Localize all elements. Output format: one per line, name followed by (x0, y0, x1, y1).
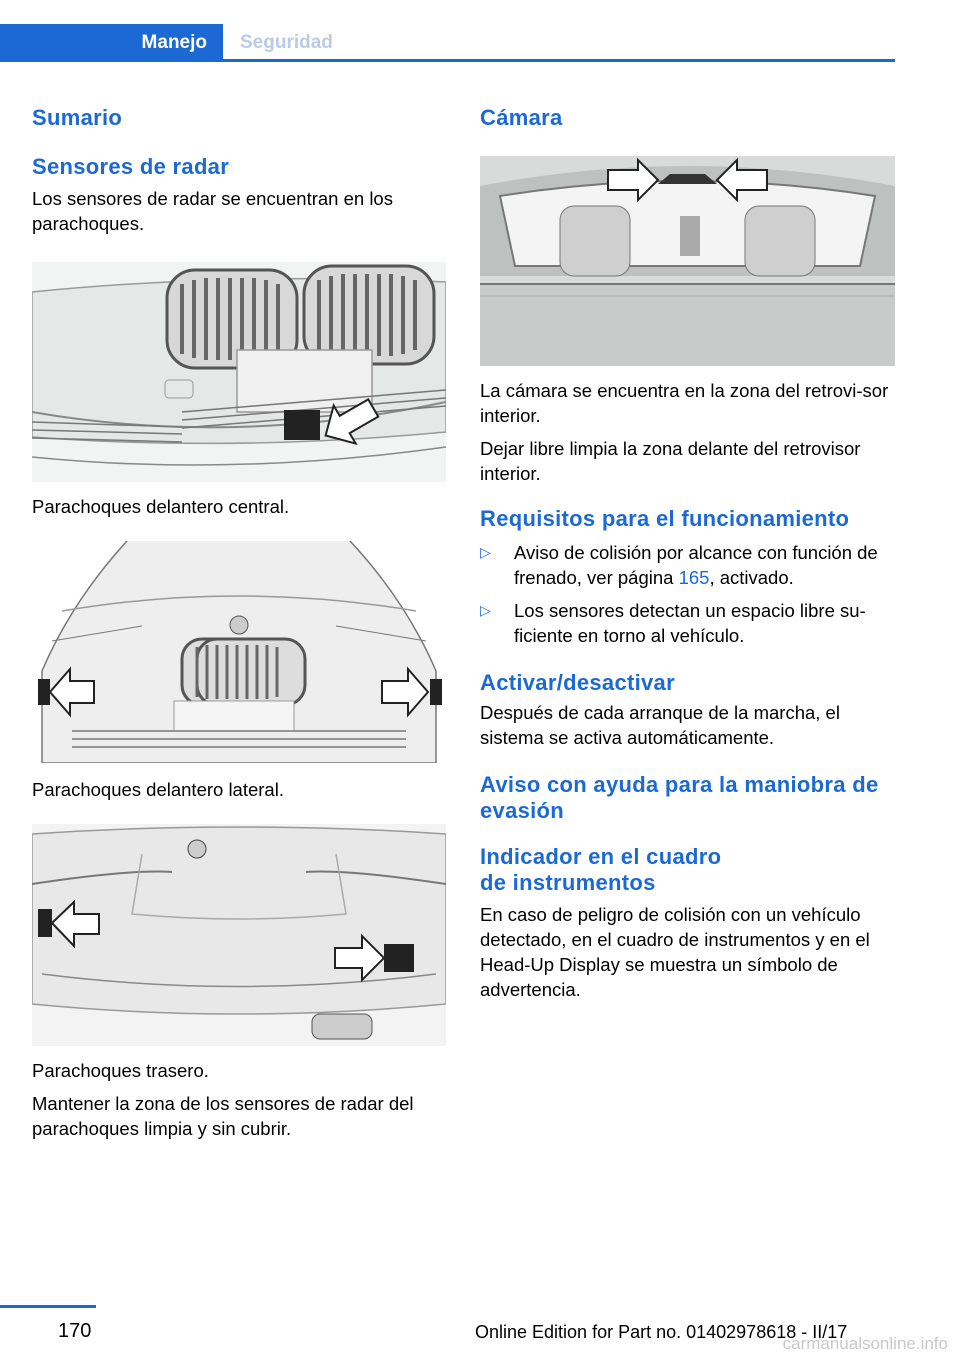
heading-radar-sensors: Sensores de radar (32, 154, 230, 179)
header-divider (0, 59, 895, 62)
indicator-text: En caso de peligro de colisión con un ve… (480, 904, 870, 1000)
camera-clean: Dejar libre limpia la zona delante del r… (480, 438, 861, 484)
bullet-triangle-icon: ▷ (480, 544, 491, 560)
caption-front-side: Parachoques delantero lateral. (32, 779, 284, 800)
bullet-triangle-icon: ▷ (480, 602, 491, 618)
front-bumper-center-figure (32, 262, 446, 482)
tab-manejo[interactable]: Manejo (0, 24, 223, 62)
page-link-165[interactable]: 165 (678, 567, 710, 588)
front-bumper-side-figure (32, 541, 446, 763)
chapter-tabs: Manejo Seguridad (0, 24, 895, 62)
tab-seguridad[interactable]: Seguridad (240, 32, 333, 53)
heading-evasion: Aviso con ayuda para la maniobra de evas… (480, 772, 879, 823)
caption-front-center: Parachoques delantero central. (32, 496, 290, 517)
right-column: Cámara La cámara se encuentra en la zona… (480, 100, 895, 1002)
rear-bumper-figure (32, 824, 446, 1046)
heading-requirements: Requisitos para el funcionamiento (480, 506, 850, 531)
heading-indicator: Indicador en el cuadro de instrumentos (480, 844, 722, 895)
camera-location: La cámara se encuentra en la zona del re… (480, 380, 889, 426)
left-column: Sumario Sensores de radar Los sensores d… (32, 100, 448, 1141)
heading-sumario: Sumario (32, 105, 123, 130)
keep-sensors-clean: Mantener la zona de los sensores de rada… (32, 1093, 414, 1139)
requirements-list: ▷ Aviso de colisión por alcance con func… (480, 540, 895, 648)
list-item: ▷ Los sensores detectan un espacio libre… (480, 600, 866, 646)
activate-text: Después de cada arranque de la marcha, e… (480, 702, 840, 748)
radar-intro: Los sensores de radar se encuentran en l… (32, 188, 393, 234)
list-item: ▷ Aviso de colisión por alcance con func… (480, 542, 878, 588)
camera-interior-figure (480, 156, 895, 366)
heading-activate: Activar/desactivar (480, 670, 675, 695)
caption-rear: Parachoques trasero. (32, 1060, 209, 1081)
edition-note: Online Edition for Part no. 01402978618 … (475, 1322, 848, 1342)
footer-divider (0, 1305, 96, 1308)
page-number: 170 (58, 1320, 92, 1342)
heading-camera: Cámara (480, 105, 563, 130)
watermark: carmanualsonline.info (782, 1334, 948, 1353)
